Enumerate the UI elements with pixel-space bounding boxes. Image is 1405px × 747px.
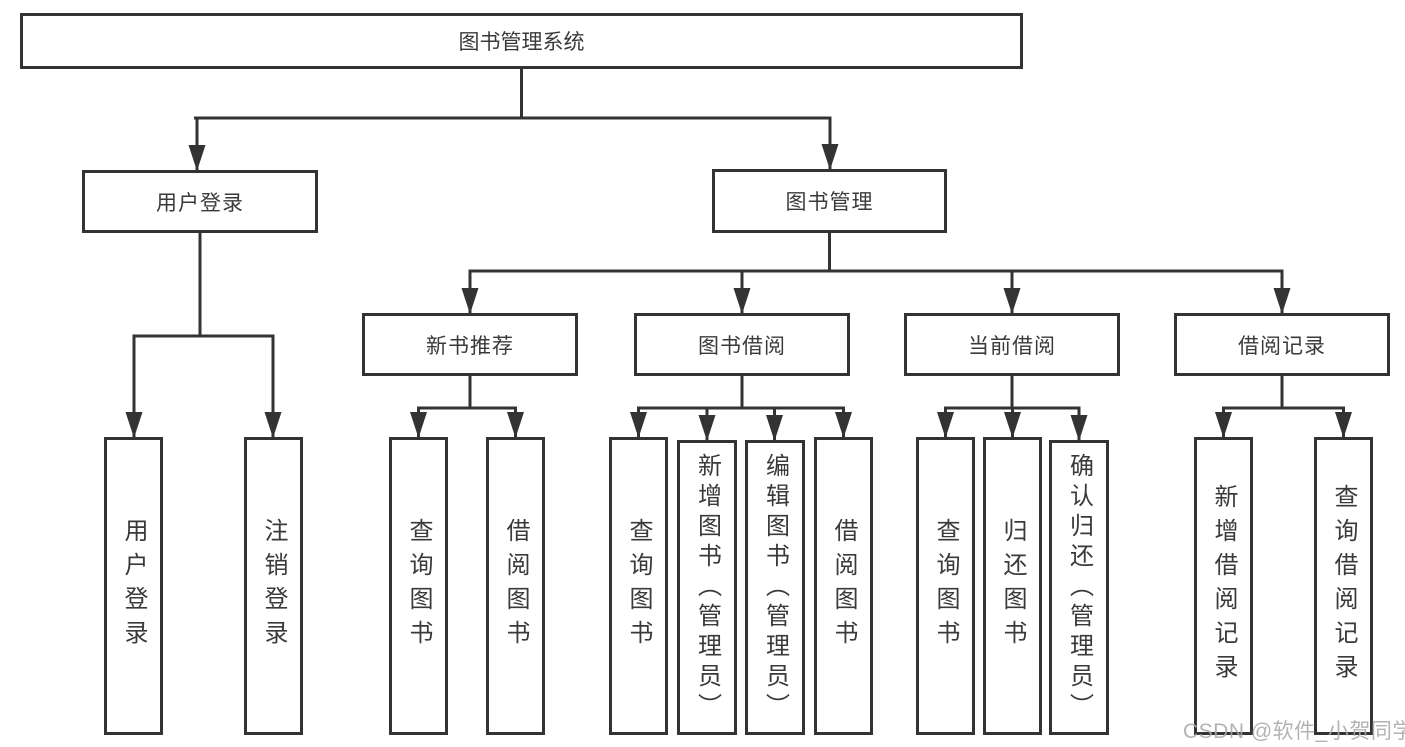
node-borrowing-records: 借阅记录 (1174, 313, 1390, 376)
leaf-recommend-query-books: 查询图书 (389, 437, 448, 735)
leaf-current-confirm-return-admin: 确认归还（管理员） (1049, 440, 1109, 735)
node-book-borrowing: 图书借阅 (634, 313, 850, 376)
leaf-records-add-record: 新增借阅记录 (1194, 437, 1253, 735)
leaf-records-query-record: 查询借阅记录 (1314, 437, 1373, 735)
csdn-watermark: CSDN @软件_小贺同学 (1183, 720, 1405, 743)
leaf-borrowing-borrow-books: 借阅图书 (814, 437, 873, 735)
node-book-borrowing-label: 图书借阅 (698, 334, 786, 358)
leaf-recommend-borrow-books: 借阅图书 (486, 437, 545, 735)
leaf-borrowing-add-books-admin-label: 新增图书（管理员） (693, 452, 721, 723)
node-user-login: 用户登录 (82, 170, 318, 233)
node-borrowing-records-label: 借阅记录 (1238, 334, 1326, 358)
node-user-login-label: 用户登录 (156, 191, 244, 215)
leaf-current-confirm-return-admin-label: 确认归还（管理员） (1065, 452, 1093, 723)
node-book-management-label: 图书管理 (785, 191, 874, 214)
leaf-records-query-record-label: 查询借阅记录 (1330, 484, 1357, 688)
node-book-management: 图书管理 (712, 169, 947, 233)
leaf-recommend-borrow-books-label: 借阅图书 (502, 518, 529, 654)
node-current-borrowing: 当前借阅 (904, 313, 1120, 376)
leaf-records-add-record-label: 新增借阅记录 (1210, 484, 1237, 688)
node-new-book-recommend: 新书推荐 (362, 313, 578, 376)
node-new-book-recommend-label: 新书推荐 (426, 334, 514, 358)
leaf-borrowing-query-books-label: 查询图书 (625, 518, 652, 654)
leaf-logout-login: 注销登录 (244, 437, 303, 735)
leaf-logout-login-label: 注销登录 (260, 518, 287, 654)
leaf-current-return-books-label: 归还图书 (999, 518, 1026, 654)
leaf-borrowing-edit-books-admin: 编辑图书（管理员） (745, 440, 805, 735)
leaf-recommend-query-books-label: 查询图书 (405, 518, 432, 654)
node-library-system-label: 图书管理系统 (458, 31, 585, 54)
leaf-user-login-label: 用户登录 (120, 518, 147, 654)
leaf-borrowing-edit-books-admin-label: 编辑图书（管理员） (761, 452, 789, 723)
leaf-current-return-books: 归还图书 (983, 437, 1042, 735)
node-library-system: 图书管理系统 (20, 13, 1023, 69)
leaf-user-login: 用户登录 (104, 437, 163, 735)
node-current-borrowing-label: 当前借阅 (968, 334, 1056, 358)
leaf-borrowing-add-books-admin: 新增图书（管理员） (677, 440, 737, 735)
leaf-borrowing-query-books: 查询图书 (609, 437, 668, 735)
leaf-current-query-books-label: 查询图书 (932, 518, 959, 654)
leaf-borrowing-borrow-books-label: 借阅图书 (830, 518, 857, 654)
leaf-current-query-books: 查询图书 (916, 437, 975, 735)
